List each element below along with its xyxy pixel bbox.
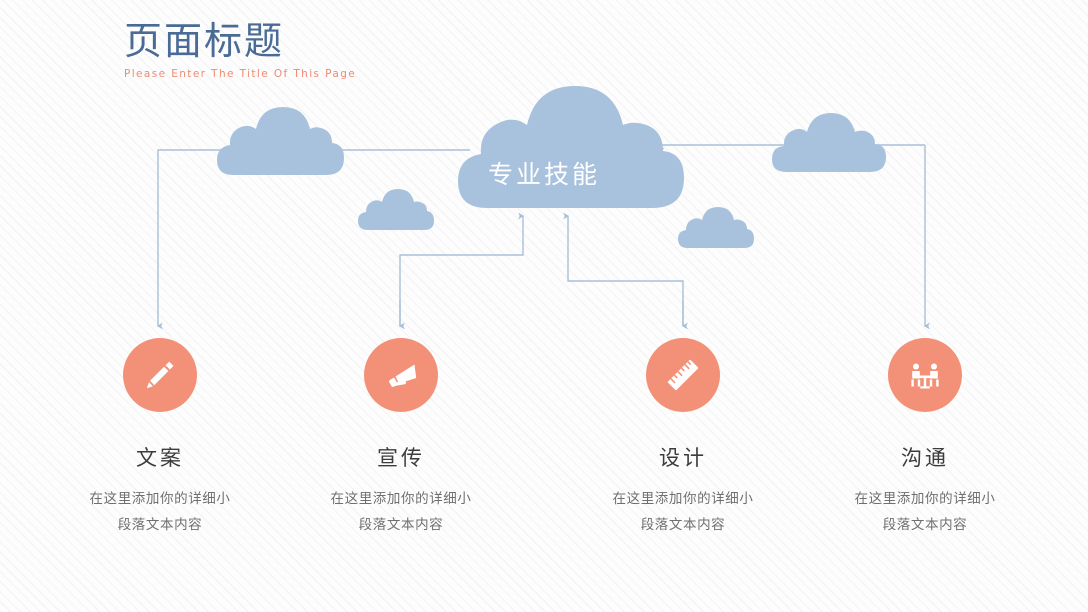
item-desc-2-line1: 在这里添加你的详细小 — [330, 491, 472, 507]
meeting-people-icon — [911, 363, 939, 389]
icon-circle-1[interactable] — [123, 338, 197, 412]
item-desc-3-line1: 在这里添加你的详细小 — [612, 491, 754, 507]
item-heading-1: 文案 — [136, 446, 184, 470]
connector-to-item-2 — [399, 212, 525, 326]
item-desc-1: 在这里添加你的详细小 段落文本内容 — [55, 486, 265, 538]
title-block: 页面标题 Please Enter The Title Of This Page — [124, 18, 544, 80]
page-title: 页面标题 — [124, 19, 285, 63]
icon-circle-3[interactable] — [646, 338, 720, 412]
cloud-left-large-icon — [217, 107, 344, 175]
item-heading-4: 沟通 — [901, 446, 949, 470]
cloud-mid-left-small-icon — [358, 189, 434, 230]
item-desc-2-line2: 段落文本内容 — [358, 517, 444, 533]
item-desc-2: 在这里添加你的详细小 段落文本内容 — [296, 486, 506, 538]
connector-to-item-3 — [563, 212, 684, 326]
item-column-1[interactable]: 文案 在这里添加你的详细小 段落文本内容 — [55, 338, 265, 538]
connector-to-item-1 — [156, 149, 470, 330]
item-column-2[interactable]: 宣传 在这里添加你的详细小 段落文本内容 — [296, 338, 506, 538]
item-desc-1-line2: 段落文本内容 — [117, 517, 203, 533]
icon-circle-4[interactable] — [888, 338, 962, 412]
item-desc-3: 在这里添加你的详细小 段落文本内容 — [578, 486, 788, 538]
pencil-icon — [146, 361, 174, 389]
ruler-icon — [667, 359, 699, 391]
item-desc-3-line2: 段落文本内容 — [640, 517, 726, 533]
cloud-mid-right-small-icon — [678, 207, 754, 248]
item-desc-4-line2: 段落文本内容 — [882, 517, 968, 533]
icon-circle-2[interactable] — [364, 338, 438, 412]
item-heading-2: 宣传 — [377, 446, 425, 470]
item-desc-4: 在这里添加你的详细小 段落文本内容 — [820, 486, 1030, 538]
item-column-4[interactable]: 沟通 在这里添加你的详细小 段落文本内容 — [820, 338, 1030, 538]
megaphone-icon — [389, 364, 417, 387]
item-desc-4-line1: 在这里添加你的详细小 — [854, 491, 996, 507]
item-column-3[interactable]: 设计 在这里添加你的详细小 段落文本内容 — [578, 338, 788, 538]
page-subtitle: Please Enter The Title Of This Page — [124, 68, 357, 80]
item-heading-3: 设计 — [659, 446, 707, 470]
item-desc-1-line1: 在这里添加你的详细小 — [89, 491, 231, 507]
cloud-right-large-icon — [772, 113, 886, 172]
center-cloud-shape — [458, 86, 684, 208]
